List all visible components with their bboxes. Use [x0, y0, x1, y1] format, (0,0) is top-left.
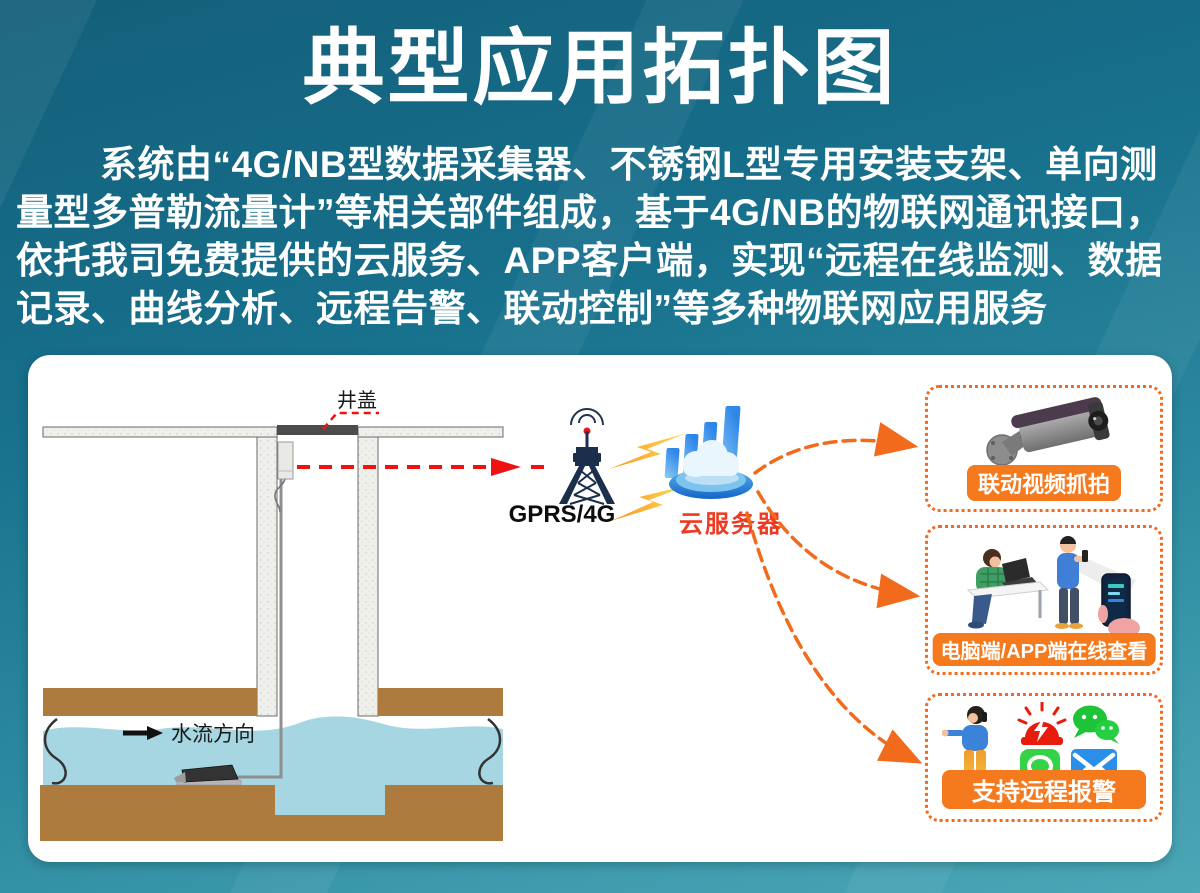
siren-icon [1017, 702, 1067, 745]
water-body [43, 716, 503, 785]
output-box-pc-app: 电脑端/APP端在线查看 [925, 525, 1163, 675]
pipe-wall-top [378, 688, 503, 716]
pipe-wall-top [43, 688, 257, 716]
cloud-server-label: 云服务器 [679, 511, 783, 538]
person-with-phone [1055, 536, 1088, 629]
output-box-alarm: 支持远程报警 [925, 693, 1163, 822]
pipe-break-symbol [43, 718, 67, 785]
signal-tower-icon [559, 408, 615, 505]
person-at-laptop [966, 549, 1050, 629]
signal-arrowhead [491, 458, 521, 476]
intro-line: 量型多普勒流量计”等相关部件组成，基于4G/NB的物联网通讯接口， [16, 192, 1164, 233]
intro-paragraph: 系统由“4G/NB型数据采集器、不锈钢L型专用安装支架、单向测 量型多普勒流量计… [16, 141, 1188, 333]
wechat-icon [1073, 705, 1119, 744]
output-label-camera: 联动视频抓拍 [966, 465, 1122, 501]
sensor-nose [174, 772, 186, 782]
connector-to-alarm [745, 511, 923, 764]
pipe-break-symbol [478, 718, 502, 785]
manhole-callout-line [322, 411, 379, 430]
ground-slab [357, 426, 504, 438]
tower-label: GPRS/4G [508, 501, 616, 528]
sensor-cable [274, 478, 286, 513]
flow-direction-label: 水流方向 [171, 723, 255, 746]
output-box-camera: 联动视频抓拍 [925, 385, 1163, 512]
shaft-wall [357, 436, 379, 717]
output-label-alarm: 支持远程报警 [942, 770, 1146, 809]
intro-line: 系统由“4G/NB型数据采集器、不锈钢L型专用安装支架、单向测 [100, 144, 1158, 185]
cloud-server-icon [664, 406, 753, 499]
connector-to-camera [753, 422, 919, 475]
sump-water [275, 785, 385, 815]
output-label-pc-app: 电脑端/APP端在线查看 [932, 633, 1156, 666]
pc-app-illustration [966, 536, 1140, 638]
page-title: 典型应用拓扑图 [302, 23, 898, 114]
pipe-wall-bottom [40, 785, 503, 841]
mounting-bracket [235, 479, 283, 779]
intro-line: 依托我司免费提供的云服务、APP客户端，实现“远程在线监测、数据 [16, 240, 1163, 281]
manhole-cover [277, 425, 358, 435]
data-collector-device [277, 441, 294, 480]
manhole-cross-section-diagram: 井盖 水流方向 [40, 389, 544, 841]
diagram-panel: 井盖 水流方向 GPRS/4G [28, 355, 1172, 862]
cctv-camera-icon [986, 397, 1110, 466]
fanout-dashed-connectors [745, 422, 923, 764]
ground-slab [42, 426, 278, 438]
connector-to-pc-app [756, 490, 921, 609]
shaft-wall [256, 436, 278, 717]
intro-line: 记录、曲线分析、远程告警、联动控制”等多种物联网应用服务 [16, 288, 1048, 329]
manhole-cover-label: 井盖 [337, 389, 377, 412]
cloud-shape [683, 440, 739, 477]
flow-arrowhead [147, 726, 163, 740]
